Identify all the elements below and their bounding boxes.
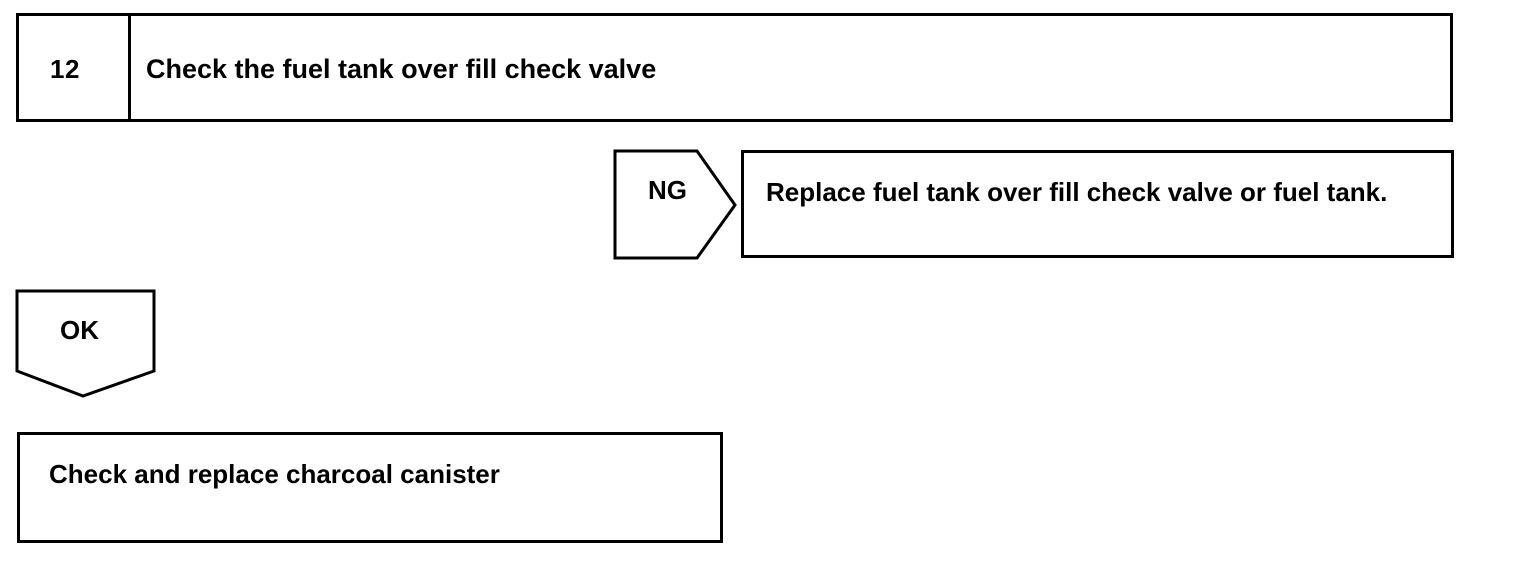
ok-action-text: Check and replace charcoal canister <box>49 459 500 489</box>
ng-action-text: Replace fuel tank over fill check valve … <box>766 177 1388 207</box>
ng-action-box: Replace fuel tank over fill check valve … <box>741 150 1454 258</box>
ok-label: OK <box>60 315 99 345</box>
ng-label: NG <box>648 175 687 205</box>
ok-action-box: Check and replace charcoal canister <box>17 432 723 543</box>
step-title: Check the fuel tank over fill check valv… <box>146 54 657 84</box>
step-number-cell: 12 <box>19 16 131 119</box>
step-number: 12 <box>50 54 80 84</box>
step-box: 12 Check the fuel tank over fill check v… <box>16 13 1453 122</box>
